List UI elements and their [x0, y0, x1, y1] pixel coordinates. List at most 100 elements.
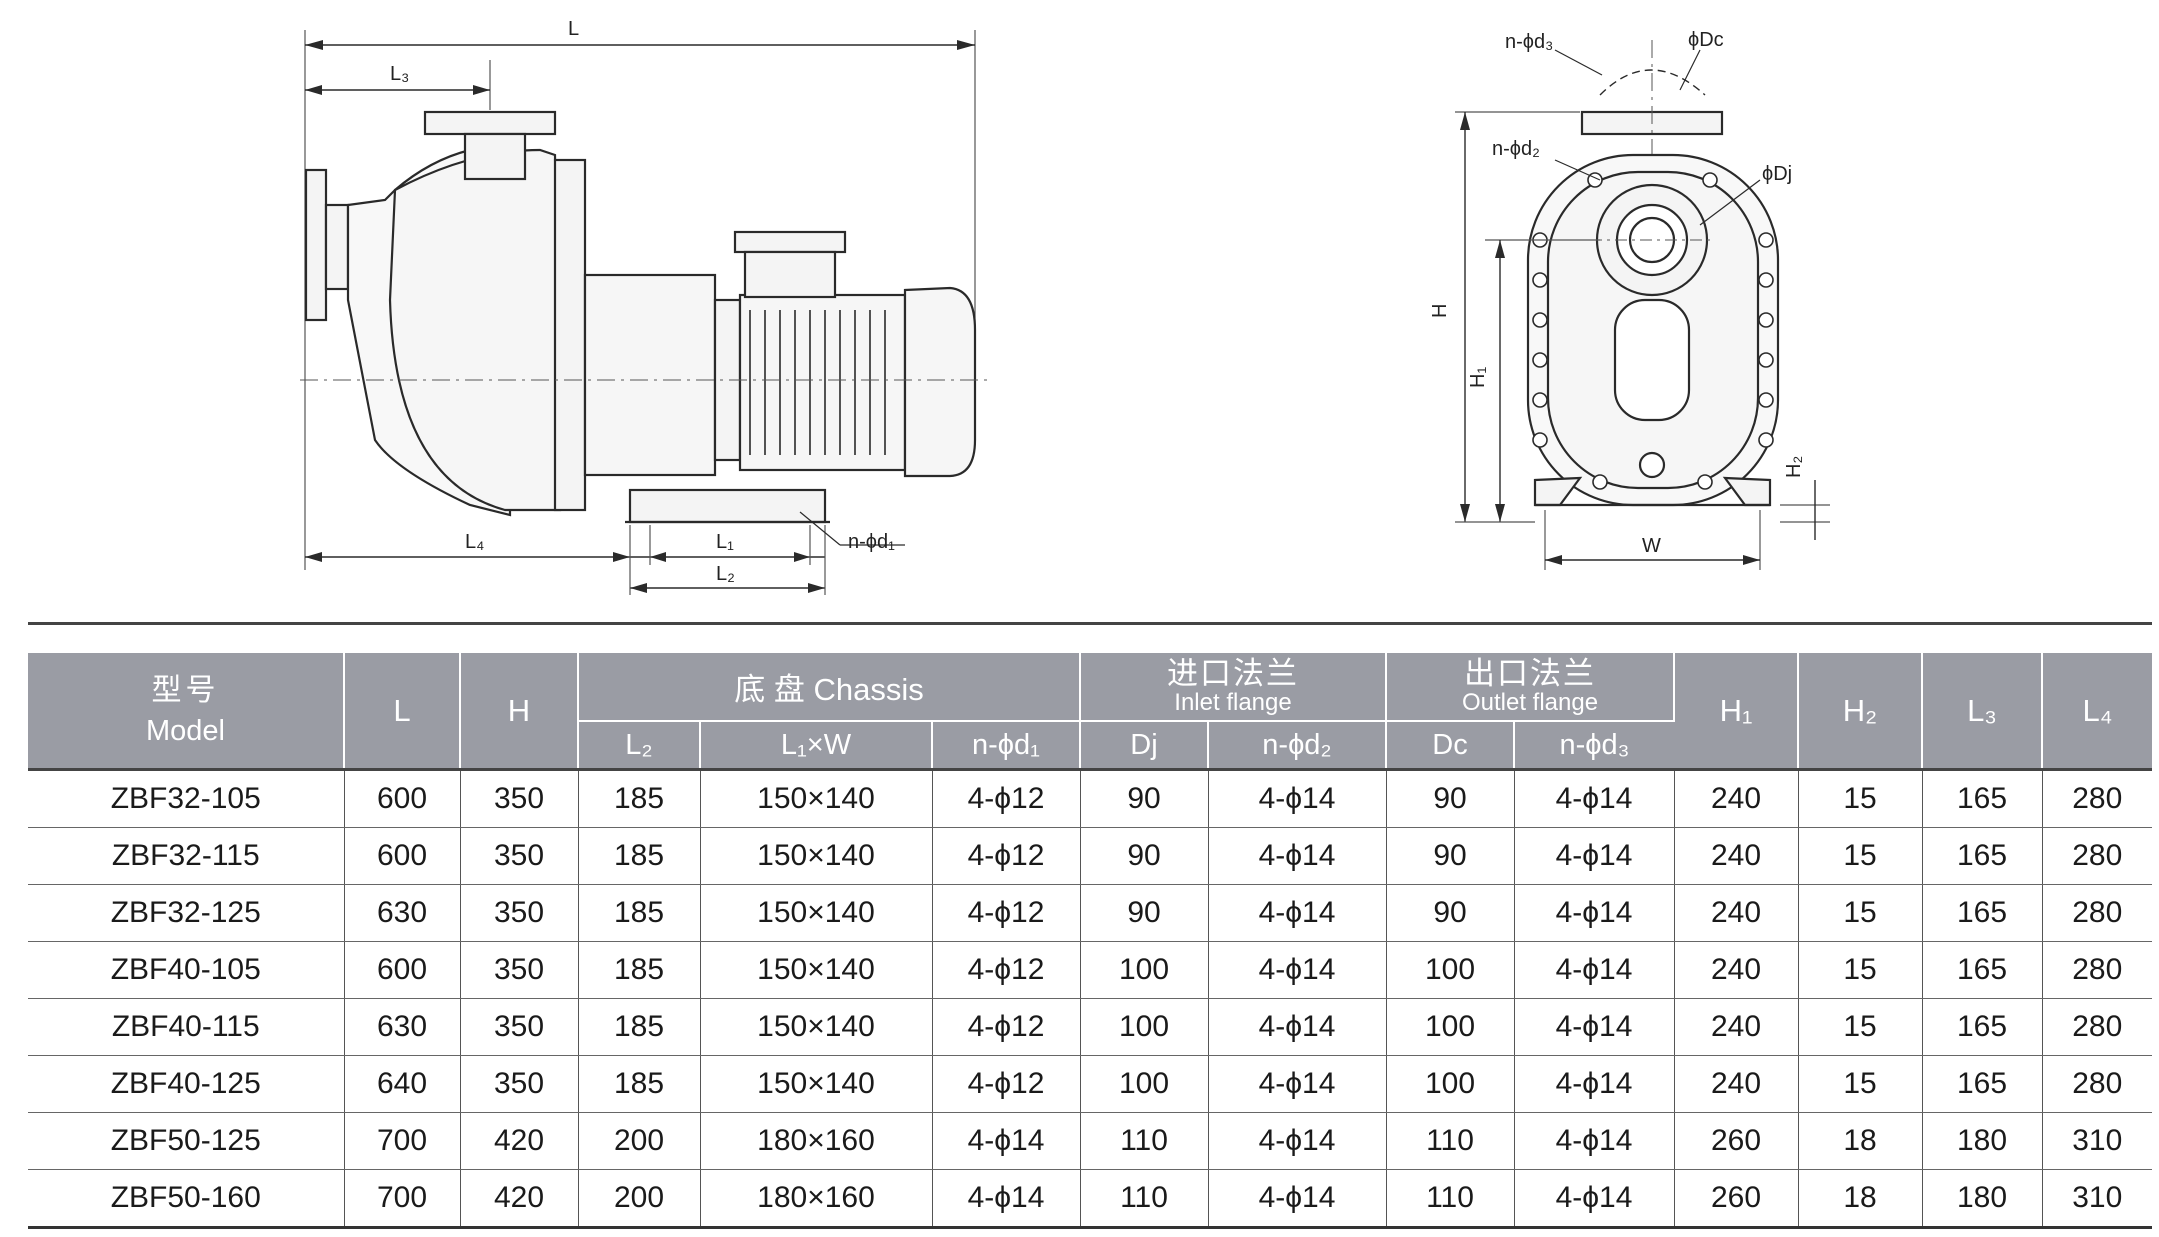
- cell-Dj: 100: [1080, 998, 1209, 1056]
- cell-n-d3: 4-ϕ14: [1514, 827, 1675, 885]
- cell-model: ZBF40-125: [28, 1055, 345, 1113]
- cell-n-d1: 4-ϕ12: [932, 998, 1081, 1056]
- header-H1: H₁: [1674, 653, 1799, 770]
- cell-n-d1: 4-ϕ14: [932, 1169, 1081, 1229]
- cell-n-d3: 4-ϕ14: [1514, 941, 1675, 999]
- cell-L2: 185: [578, 998, 701, 1056]
- header-L: L: [344, 653, 461, 770]
- dim-label-H1: H₁: [1467, 367, 1489, 388]
- cell-Dc: 90: [1386, 768, 1515, 828]
- cell-n-d2: 4-ϕ14: [1208, 998, 1387, 1056]
- cell-H: 420: [460, 1169, 579, 1229]
- cell-n-d3: 4-ϕ14: [1514, 1055, 1675, 1113]
- header-outlet-en: Outlet flange: [1461, 688, 1599, 716]
- cell-L: 630: [344, 884, 461, 942]
- cell-n-d2: 4-ϕ14: [1208, 941, 1387, 999]
- cell-L4: 280: [2042, 884, 2152, 942]
- cell-n-d2: 4-ϕ14: [1208, 827, 1387, 885]
- header-model-en: Model: [146, 714, 225, 747]
- header-inlet-flange: 进口法兰 Inlet flange: [1080, 653, 1387, 721]
- cell-model: ZBF32-115: [28, 827, 345, 885]
- cell-L: 640: [344, 1055, 461, 1113]
- cell-n-d2: 4-ϕ14: [1208, 1112, 1387, 1170]
- cell-model: ZBF50-160: [28, 1169, 345, 1229]
- cell-L1xW: 150×140: [700, 1055, 933, 1113]
- cell-H2: 15: [1798, 884, 1923, 942]
- dim-label-n-d3: n-ϕd₃: [1505, 31, 1553, 53]
- cell-H2: 15: [1798, 827, 1923, 885]
- cell-Dj: 90: [1080, 884, 1209, 942]
- table-header-row-2: L₂ L₁×W n-ϕd₁ Dj n-ϕd₂ Dc n-ϕd₃: [28, 720, 2152, 770]
- cell-H: 350: [460, 1055, 579, 1113]
- cell-L3: 165: [1922, 827, 2043, 885]
- cell-H1: 240: [1674, 1055, 1799, 1113]
- cell-n-d2: 4-ϕ14: [1208, 1055, 1387, 1113]
- header-inlet-en: Inlet flange: [1174, 688, 1292, 716]
- cell-L1xW: 150×140: [700, 941, 933, 999]
- cell-L2: 185: [578, 1055, 701, 1113]
- dim-label-Dj: ϕDj: [1762, 163, 1792, 185]
- header-n-d3: n-ϕd₃: [1514, 720, 1674, 770]
- cell-L1xW: 150×140: [700, 998, 933, 1056]
- cell-H1: 260: [1674, 1169, 1799, 1229]
- cell-n-d2: 4-ϕ14: [1208, 768, 1387, 828]
- header-model-zh: 型号: [151, 673, 220, 707]
- cell-H2: 15: [1798, 768, 1923, 828]
- cell-H: 350: [460, 941, 579, 999]
- dim-label-Dc: ϕDc: [1688, 29, 1724, 51]
- dim-label-H: H: [1429, 304, 1451, 318]
- cell-Dj: 110: [1080, 1112, 1209, 1170]
- dimension-spec-table: 型号 Model L H 底 盘 Chassis 进口法兰 Inlet flan…: [28, 622, 2152, 1229]
- cell-L2: 200: [578, 1169, 701, 1229]
- cell-L3: 165: [1922, 998, 2043, 1056]
- cell-n-d2: 4-ϕ14: [1208, 1169, 1387, 1229]
- cell-L4: 310: [2042, 1112, 2152, 1170]
- cell-L2: 200: [578, 1112, 701, 1170]
- cell-Dc: 90: [1386, 884, 1515, 942]
- cell-H2: 15: [1798, 1055, 1923, 1113]
- cell-H1: 240: [1674, 884, 1799, 942]
- cell-L: 700: [344, 1112, 461, 1170]
- dim-label-H2: H₂: [1783, 456, 1805, 478]
- cell-model: ZBF40-115: [28, 998, 345, 1056]
- table-top-rule: [28, 622, 2152, 653]
- header-L2: L₂: [578, 720, 701, 770]
- header-H: H: [460, 653, 579, 770]
- cell-Dc: 100: [1386, 941, 1515, 999]
- header-outlet-zh: 出口法兰: [1464, 655, 1596, 691]
- cell-H1: 240: [1674, 998, 1799, 1056]
- header-outlet-flange: 出口法兰 Outlet flange: [1386, 653, 1675, 721]
- cell-L1xW: 150×140: [700, 768, 933, 828]
- cell-Dc: 90: [1386, 827, 1515, 885]
- header-model: 型号 Model: [28, 653, 345, 770]
- cell-L3: 180: [1922, 1169, 2043, 1229]
- cell-L4: 280: [2042, 768, 2152, 828]
- header-L4: L₄: [2042, 653, 2152, 770]
- header-chassis: 底 盘 Chassis: [578, 653, 1081, 721]
- cell-n-d1: 4-ϕ14: [932, 1112, 1081, 1170]
- cell-H: 420: [460, 1112, 579, 1170]
- header-L3: L₃: [1922, 653, 2043, 770]
- cell-n-d3: 4-ϕ14: [1514, 1169, 1675, 1229]
- cell-n-d3: 4-ϕ14: [1514, 768, 1675, 828]
- header-H2: H₂: [1798, 653, 1923, 770]
- cell-H2: 18: [1798, 1169, 1923, 1229]
- dim-label-W: W: [1642, 535, 1661, 557]
- pump-side-view: [300, 30, 990, 595]
- cell-Dc: 110: [1386, 1169, 1515, 1229]
- header-Dj: Dj: [1080, 720, 1209, 770]
- cell-L: 630: [344, 998, 461, 1056]
- header-n-d1: n-ϕd₁: [932, 720, 1081, 770]
- cell-Dc: 110: [1386, 1112, 1515, 1170]
- cell-H1: 240: [1674, 768, 1799, 828]
- cell-model: ZBF40-105: [28, 941, 345, 999]
- dim-label-L4: L₄: [465, 531, 484, 553]
- dim-label-L2: L₂: [716, 563, 735, 585]
- table-header-row-1: 型号 Model L H 底 盘 Chassis 进口法兰 Inlet flan…: [28, 653, 2152, 770]
- cell-L2: 185: [578, 827, 701, 885]
- cell-Dj: 90: [1080, 768, 1209, 828]
